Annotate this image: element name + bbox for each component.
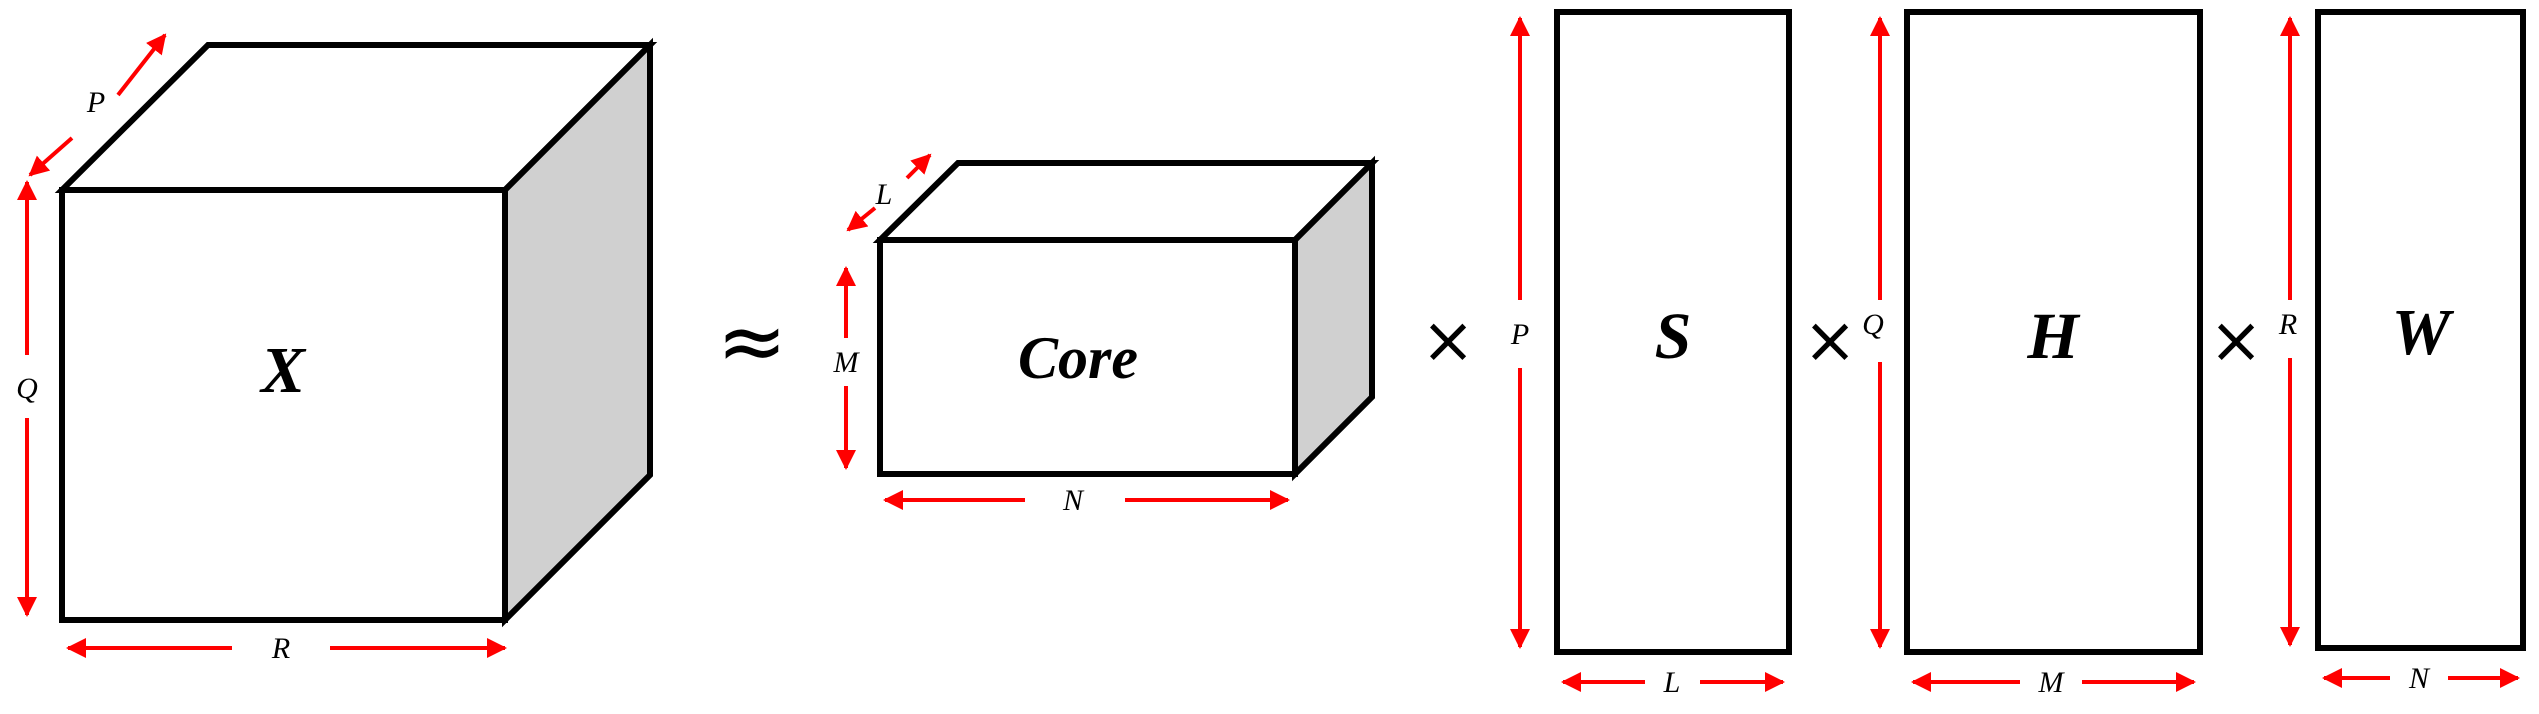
core-depth-arrow-lower xyxy=(846,206,877,232)
approx-symbol: ≈ xyxy=(717,292,787,390)
factor-w-cols-label: N xyxy=(2408,662,2431,695)
factor-w-rows-label: R xyxy=(2278,308,2297,341)
core-tensor-box: Core xyxy=(872,155,1380,482)
factor-h-rows-label: Q xyxy=(1862,308,1884,341)
tensor-x-cube: X xyxy=(54,37,658,628)
factor-w-label: W xyxy=(2392,296,2455,369)
tensor-x-depth-arrow-lower xyxy=(28,136,74,177)
tensor-x-width-label: R xyxy=(271,632,290,665)
factor-s-matrix xyxy=(1554,9,1792,655)
core-depth-arrow-upper xyxy=(905,153,932,180)
factor-w-matrix xyxy=(2315,9,2526,651)
factor-s-rows-label: P xyxy=(1510,318,1529,351)
factor-h-cols-label: M xyxy=(2038,666,2066,699)
tensor-x-depth-label: P xyxy=(86,86,105,119)
core-top-face xyxy=(872,160,1380,243)
core-front-face xyxy=(877,237,1298,477)
factor-h-matrix xyxy=(1904,9,2203,655)
tensor-x-front-face xyxy=(59,187,508,623)
core-depth-label: L xyxy=(875,178,893,211)
core-width-label: N xyxy=(1062,484,1085,517)
factor-s-cols-label: L xyxy=(1663,666,1681,699)
core-height-label: M xyxy=(833,346,861,379)
tensor-x-height-label: Q xyxy=(16,372,38,405)
times-symbol-1: × xyxy=(1421,304,1475,378)
times-symbol-3: × xyxy=(2209,304,2263,378)
core-label: Core xyxy=(1018,325,1138,391)
times-symbol-2: × xyxy=(1803,304,1857,378)
tensor-x-depth-arrow-upper xyxy=(116,33,167,97)
tensor-x-label: X xyxy=(259,334,307,407)
factor-s-label: S xyxy=(1655,300,1692,373)
factor-h-label: H xyxy=(2026,300,2081,373)
